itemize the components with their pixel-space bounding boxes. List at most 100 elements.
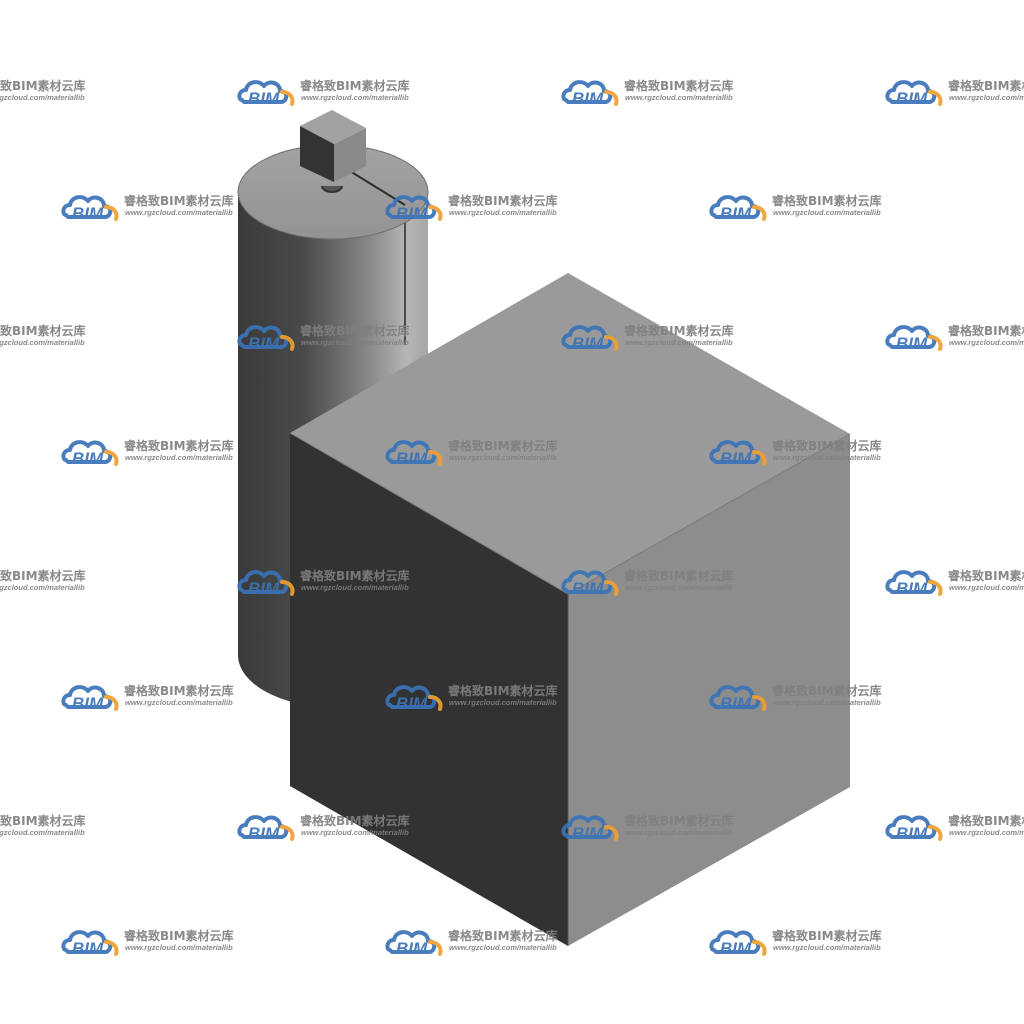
bim-cloud-logo-icon: BIM	[61, 930, 119, 958]
watermark-url: www.rgzcloud.com/materiallib	[301, 828, 409, 837]
watermark: BIM 睿格致BIM素材云库www.rgzcloud.com/materialli…	[385, 193, 558, 223]
watermark-url: www.rgzcloud.com/materiallib	[449, 453, 557, 462]
watermark-url: www.rgzcloud.com/materiallib	[125, 453, 233, 462]
watermark-url: www.rgzcloud.com/materiallib	[773, 698, 881, 707]
watermark: BIM 睿格致BIM素材云库www.rgzcloud.com/materialli…	[61, 683, 234, 713]
bim-cloud-logo-icon: BIM	[237, 325, 295, 353]
cylinder-top	[237, 144, 429, 240]
bim-cloud-logo-icon: BIM	[885, 80, 943, 108]
watermark-title: 睿格致BIM素材云库	[124, 193, 234, 208]
watermark: BIM 睿格致BIM素材云库www.rgzcloud.com/materialli…	[885, 78, 1024, 108]
bim-cloud-logo-icon: BIM	[385, 440, 443, 468]
watermark-logo-text: BIM	[72, 449, 104, 468]
watermark-url: www.rgzcloud.com/materiallib	[949, 93, 1024, 102]
bim-cloud-logo-icon: BIM	[561, 80, 619, 108]
watermark-title: 睿格致BIM素材云库	[0, 813, 86, 828]
watermark-title: 睿格致BIM素材云库	[448, 193, 558, 208]
watermark: BIM睿格致BIM素材云库www.rgzcloud.com/materialli…	[0, 568, 86, 592]
watermark: BIM睿格致BIM素材云库www.rgzcloud.com/materialli…	[561, 813, 734, 843]
bim-cloud-logo-icon: BIM	[885, 325, 943, 353]
bim-cloud-logo-icon: BIM	[61, 685, 119, 713]
watermark-title: 睿格致BIM素材云库	[624, 323, 734, 338]
watermark: BIM睿格致BIM素材云库www.rgzcloud.com/materialli…	[61, 928, 234, 958]
watermark-title: 睿格致BIM素材云库	[300, 323, 410, 338]
watermark-url: www.rgzcloud.com/materiallib	[449, 208, 557, 217]
watermark-title: 睿格致BIM素材云库	[948, 78, 1024, 93]
watermark-title: 睿格致BIM素材云库	[948, 323, 1024, 338]
watermark-logo-text: BIM	[896, 334, 928, 353]
watermark: BIM睿格致BIM素材云库www.rgzcloud.com/materialli…	[237, 568, 410, 598]
bim-cloud-logo-icon: BIM	[709, 930, 767, 958]
bim-cloud-logo-icon: BIM	[385, 195, 443, 223]
watermark-logo-text: BIM	[396, 939, 428, 958]
watermark-title: 睿格致BIM素材云库	[0, 323, 86, 338]
watermark: BIM 睿格致BIM素材云库www.rgzcloud.com/materialli…	[237, 323, 410, 353]
main-box	[289, 273, 851, 946]
watermark-url: www.rgzcloud.com/materiallib	[0, 828, 85, 837]
watermark: BIM 睿格致BIM素材云库www.rgzcloud.com/materialli…	[237, 813, 410, 843]
watermark: BIM睿格致BIM素材云库www.rgzcloud.com/materialli…	[709, 193, 882, 223]
watermark-url: www.rgzcloud.com/materiallib	[125, 208, 233, 217]
watermark-logo-text: BIM	[396, 694, 428, 713]
watermark-logo-text: BIM	[72, 939, 104, 958]
watermark-title: 睿格致BIM素材云库	[124, 683, 234, 698]
watermark: BIM 睿格致BIM素材云库www.rgzcloud.com/materialli…	[709, 928, 882, 958]
top-block	[300, 110, 366, 182]
watermark-logo-text: BIM	[720, 939, 752, 958]
watermark: BIM睿格致BIM素材云库www.rgzcloud.com/materialli…	[385, 928, 558, 958]
watermark-url: www.rgzcloud.com/materiallib	[449, 943, 557, 952]
bim-cloud-logo-icon: BIM	[237, 815, 295, 843]
watermark-title: 睿格致BIM素材云库	[772, 928, 882, 943]
watermark-title: 睿格致BIM素材云库	[624, 813, 734, 828]
watermark-title: 睿格致BIM素材云库	[448, 683, 558, 698]
watermark: BIM睿格致BIM素材云库www.rgzcloud.com/materialli…	[561, 323, 734, 353]
watermark-url: www.rgzcloud.com/materiallib	[0, 583, 85, 592]
watermark-url: www.rgzcloud.com/materiallib	[125, 698, 233, 707]
watermark: BIM 睿格致BIM素材云库www.rgzcloud.com/materialli…	[61, 193, 234, 223]
watermark-url: www.rgzcloud.com/materiallib	[773, 453, 881, 462]
bim-cloud-logo-icon: BIM	[885, 570, 943, 598]
watermark-logo-text: BIM	[720, 449, 752, 468]
watermark-logo-text: BIM	[72, 694, 104, 713]
bim-cloud-logo-icon: BIM	[885, 815, 943, 843]
watermark: BIM睿格致BIM素材云库www.rgzcloud.com/materialli…	[0, 323, 86, 347]
watermark: BIM睿格致BIM素材云库www.rgzcloud.com/materialli…	[885, 323, 1024, 353]
watermark-logo-text: BIM	[896, 579, 928, 598]
watermark-logo-text: BIM	[896, 89, 928, 108]
bim-cloud-logo-icon: BIM	[709, 685, 767, 713]
watermark: BIM睿格致BIM素材云库www.rgzcloud.com/materialli…	[885, 568, 1024, 598]
watermark-url: www.rgzcloud.com/materiallib	[773, 943, 881, 952]
watermark-logo-text: BIM	[396, 204, 428, 223]
watermark-title: 睿格致BIM素材云库	[948, 568, 1024, 583]
watermark-logo-text: BIM	[248, 824, 280, 843]
watermark-logo-text: BIM	[720, 694, 752, 713]
watermark-title: 睿格致BIM素材云库	[300, 78, 410, 93]
watermark: BIM 睿格致BIM素材云库www.rgzcloud.com/materialli…	[885, 813, 1024, 843]
bim-cloud-logo-icon: BIM	[385, 930, 443, 958]
watermark-title: 睿格致BIM素材云库	[300, 568, 410, 583]
watermark-title: 睿格致BIM素材云库	[0, 78, 86, 93]
bim-cloud-logo-icon: BIM	[561, 570, 619, 598]
watermark-url: www.rgzcloud.com/materiallib	[0, 338, 85, 347]
watermark-logo-text: BIM	[720, 204, 752, 223]
bim-cloud-logo-icon: BIM	[385, 685, 443, 713]
bim-cloud-logo-icon: BIM	[561, 815, 619, 843]
watermark-url: www.rgzcloud.com/materiallib	[949, 828, 1024, 837]
watermark-logo-text: BIM	[248, 89, 280, 108]
bim-cloud-logo-icon: BIM	[61, 195, 119, 223]
watermark-logo-text: BIM	[572, 579, 604, 598]
watermark-title: 睿格致BIM素材云库	[448, 438, 558, 453]
watermark: BIM睿格致BIM素材云库www.rgzcloud.com/materialli…	[61, 438, 234, 468]
watermark-title: 睿格致BIM素材云库	[948, 813, 1024, 828]
watermark-url: www.rgzcloud.com/materiallib	[301, 338, 409, 347]
watermark-logo-text: BIM	[396, 449, 428, 468]
watermark-url: www.rgzcloud.com/materiallib	[125, 943, 233, 952]
watermark: BIM睿格致BIM素材云库www.rgzcloud.com/materialli…	[0, 813, 86, 837]
watermark: BIM睿格致BIM素材云库www.rgzcloud.com/materialli…	[561, 568, 734, 598]
watermark-title: 睿格致BIM素材云库	[300, 813, 410, 828]
watermark-title: 睿格致BIM素材云库	[772, 438, 882, 453]
watermark: BIM 睿格致BIM素材云库www.rgzcloud.com/materialli…	[385, 438, 558, 468]
bim-cloud-logo-icon: BIM	[709, 195, 767, 223]
